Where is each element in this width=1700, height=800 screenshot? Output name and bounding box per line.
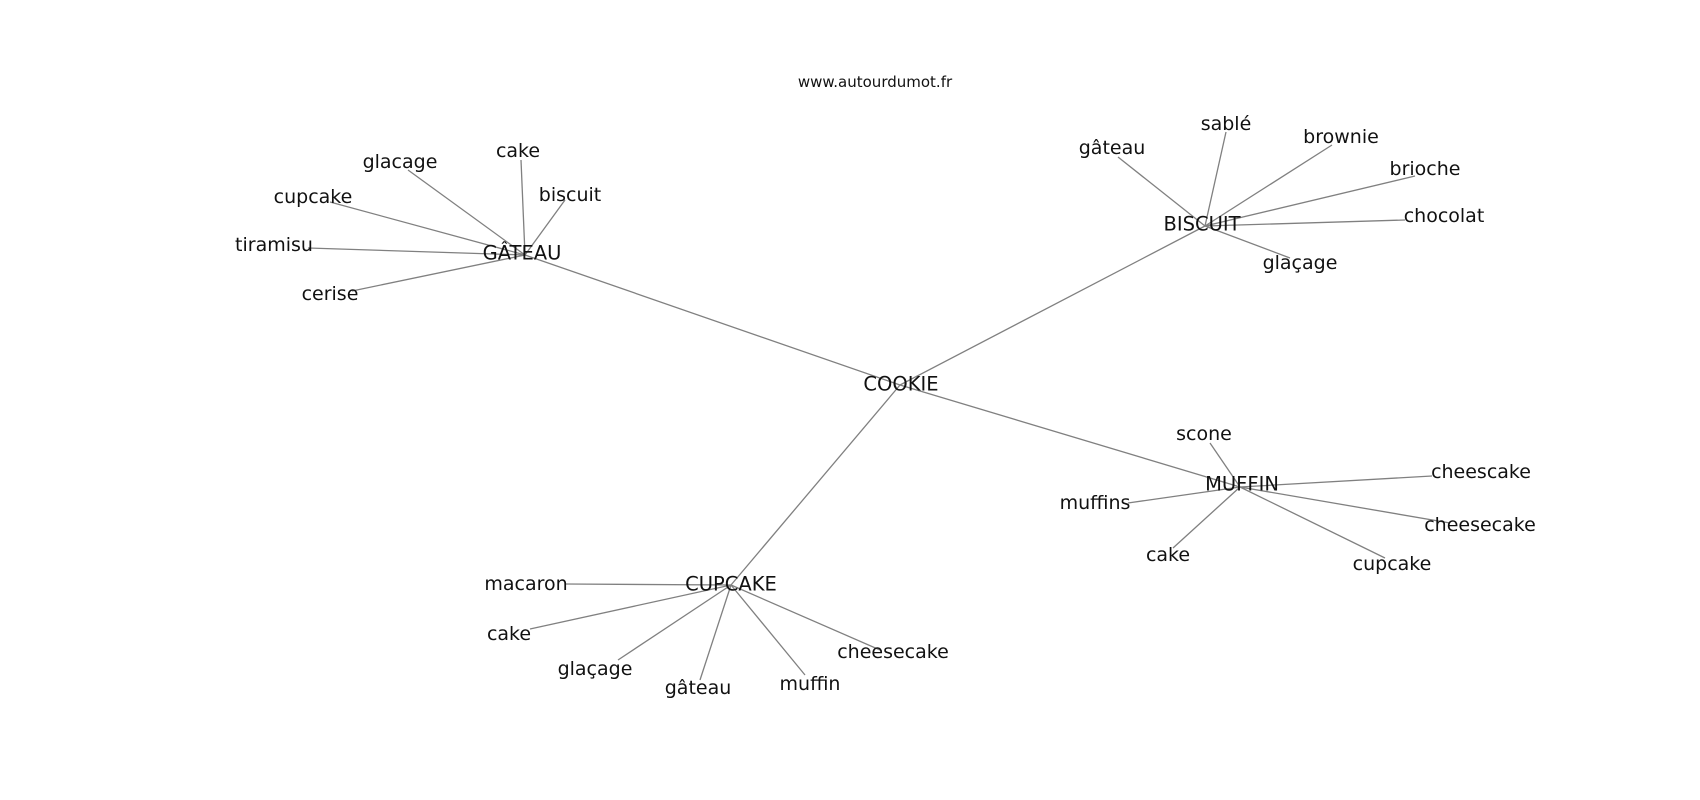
hub-node-gateau: GÂTEAU [483,242,562,265]
leaf-node-muffin-cheesecake-1: cheescake [1431,461,1531,483]
leaf-node-cupcake-glacage: glaçage [558,658,633,680]
hub-node-biscuit: BISCUIT [1163,213,1240,236]
edge-cupcake-to-glacage [617,584,732,661]
leaf-node-gateau-cerise: cerise [302,283,359,305]
edge-gateau-to-glacage [407,169,526,256]
label-layer: COOKIE GÂTEAU cake glacage biscuit cupcake tir… [235,113,1536,699]
leaf-node-muffin-cupcake: cupcake [1353,553,1432,575]
edge-biscuit-to-brownie [1204,144,1333,227]
leaf-node-gateau-cupcake: cupcake [274,186,353,208]
leaf-node-gateau-biscuit: biscuit [539,184,601,206]
edge-biscuit-to-gateau [1117,156,1206,227]
edge-gateau-to-cake [520,159,526,256]
edge-cupcake-to-cake [529,584,732,630]
leaf-node-gateau-tiramisu: tiramisu [235,234,313,256]
leaf-node-biscuit-chocolat: chocolat [1404,205,1485,227]
edge-biscuit-to-brioche [1204,175,1416,227]
edge-muffin-to-cheesecake-1 [1239,475,1433,488]
leaf-node-biscuit-brownie: brownie [1303,126,1379,148]
edge-gateau-to-cupcake [329,201,526,256]
edge-muffin-to-cake [1172,486,1241,549]
edge-center-to-biscuit [899,225,1206,386]
edge-cupcake-to-muffin [730,584,806,676]
edge-gateau-to-biscuit [524,199,566,256]
leaf-node-biscuit-brioche: brioche [1390,158,1461,180]
center-node-label: COOKIE [863,373,938,396]
leaf-node-cupcake-cake: cake [487,623,531,645]
leaf-node-biscuit-sable: sablé [1201,113,1252,135]
leaf-node-muffin-muffins: muffins [1060,492,1131,514]
leaf-node-gateau-cake: cake [496,140,540,162]
edge-biscuit-to-chocolat [1204,219,1406,227]
leaf-node-muffin-scone: scone [1176,423,1232,445]
edge-gateau-to-tiramisu [307,247,526,256]
edge-center-to-cupcake [730,384,901,586]
leaf-node-muffin-cheesecake-2: cheesecake [1424,514,1536,536]
edge-muffin-to-cheesecake-2 [1239,486,1451,524]
edge-cupcake-to-macaron [564,583,732,586]
hub-node-cupcake: CUPCAKE [685,573,777,596]
leaf-node-cupcake-gateau: gâteau [665,677,732,699]
edge-cupcake-to-cheesecake [730,584,881,651]
leaf-node-biscuit-gateau: gâteau [1079,137,1146,159]
edge-muffin-to-cupcake [1239,486,1386,559]
leaf-node-cupcake-cheesecake: cheesecake [837,641,949,663]
edge-muffin-to-scone [1209,442,1241,488]
edge-center-to-muffin [899,384,1241,488]
leaf-node-biscuit-glacage: glaçage [1263,252,1338,274]
edge-biscuit-to-sable [1204,131,1227,227]
edge-gateau-to-cerise [351,254,526,292]
leaf-node-muffin-cake: cake [1146,544,1190,566]
leaf-node-cupcake-macaron: macaron [484,573,567,595]
edge-layer [307,131,1451,681]
edge-cupcake-to-gateau [699,584,732,681]
edge-muffin-to-muffins [1127,486,1241,504]
source-watermark: www.autourdumot.fr [798,73,953,91]
hub-node-muffin: MUFFIN [1205,473,1279,496]
edge-biscuit-to-glacage [1204,225,1291,259]
leaf-node-cupcake-muffin: muffin [780,673,841,695]
edge-center-to-gateau [524,254,901,386]
leaf-node-gateau-glacage: glacage [363,151,438,173]
